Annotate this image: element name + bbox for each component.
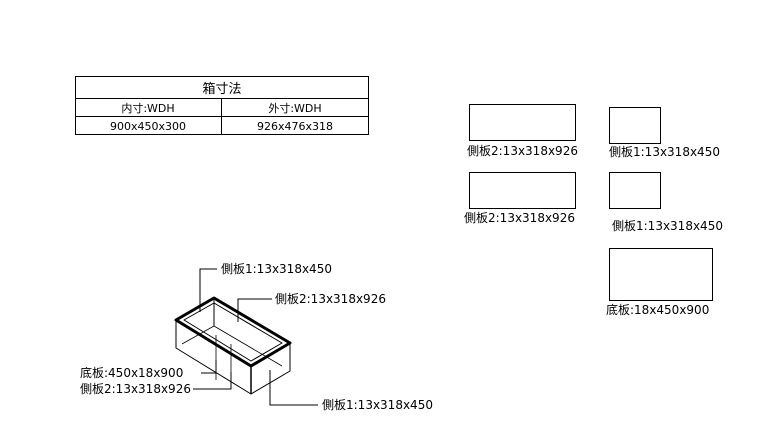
panel-bottom-label: 底板:18x450x900 [606,302,709,317]
panel-bottom [609,248,713,301]
table-cell-inner: 900x450x300 [110,120,186,133]
dimension-table [75,76,369,135]
box-label-side2-back: 側板2:13x318x926 [275,292,386,306]
panel-side1-mid-label: 側板1:13x318x450 [612,219,723,233]
box-label-side2-front: 側板2:13x318x926 [80,382,191,396]
box-label-side1-top: 側板1:13x318x450 [221,262,332,276]
panel-side1-top-label: 側板1:13x318x450 [609,145,720,159]
box-label-side1-front: 側板1:13x318x450 [322,398,433,412]
leader-lines [193,268,318,406]
box-inner-edge [213,325,283,367]
table-header-outer: 外寸:WDH [268,101,321,115]
isometric-box [174,296,292,395]
table-header-inner: 内寸:WDH [121,101,174,115]
panel-side1-mid [609,172,661,209]
table-title: 箱寸法 [202,81,241,97]
leader-side1-top [199,268,217,312]
panel-side2-mid-label: 側板2:13x318x926 [464,211,575,225]
leader-bottom [201,360,217,374]
panel-side2-top [469,104,576,141]
panel-side2-mid [469,172,576,209]
box-top-rim-inner [183,302,283,362]
leader-side1-front [269,370,318,406]
panel-side1-top [609,107,661,144]
panel-side2-top-label: 側板2:13x318x926 [467,144,578,158]
box-label-bottom: 底板:450x18x900 [80,365,183,380]
table-cell-outer: 926x476x318 [257,120,333,133]
box-top-rim-outer [174,296,292,368]
leader-side2-front [193,372,232,390]
leader-side2-back [237,298,272,322]
